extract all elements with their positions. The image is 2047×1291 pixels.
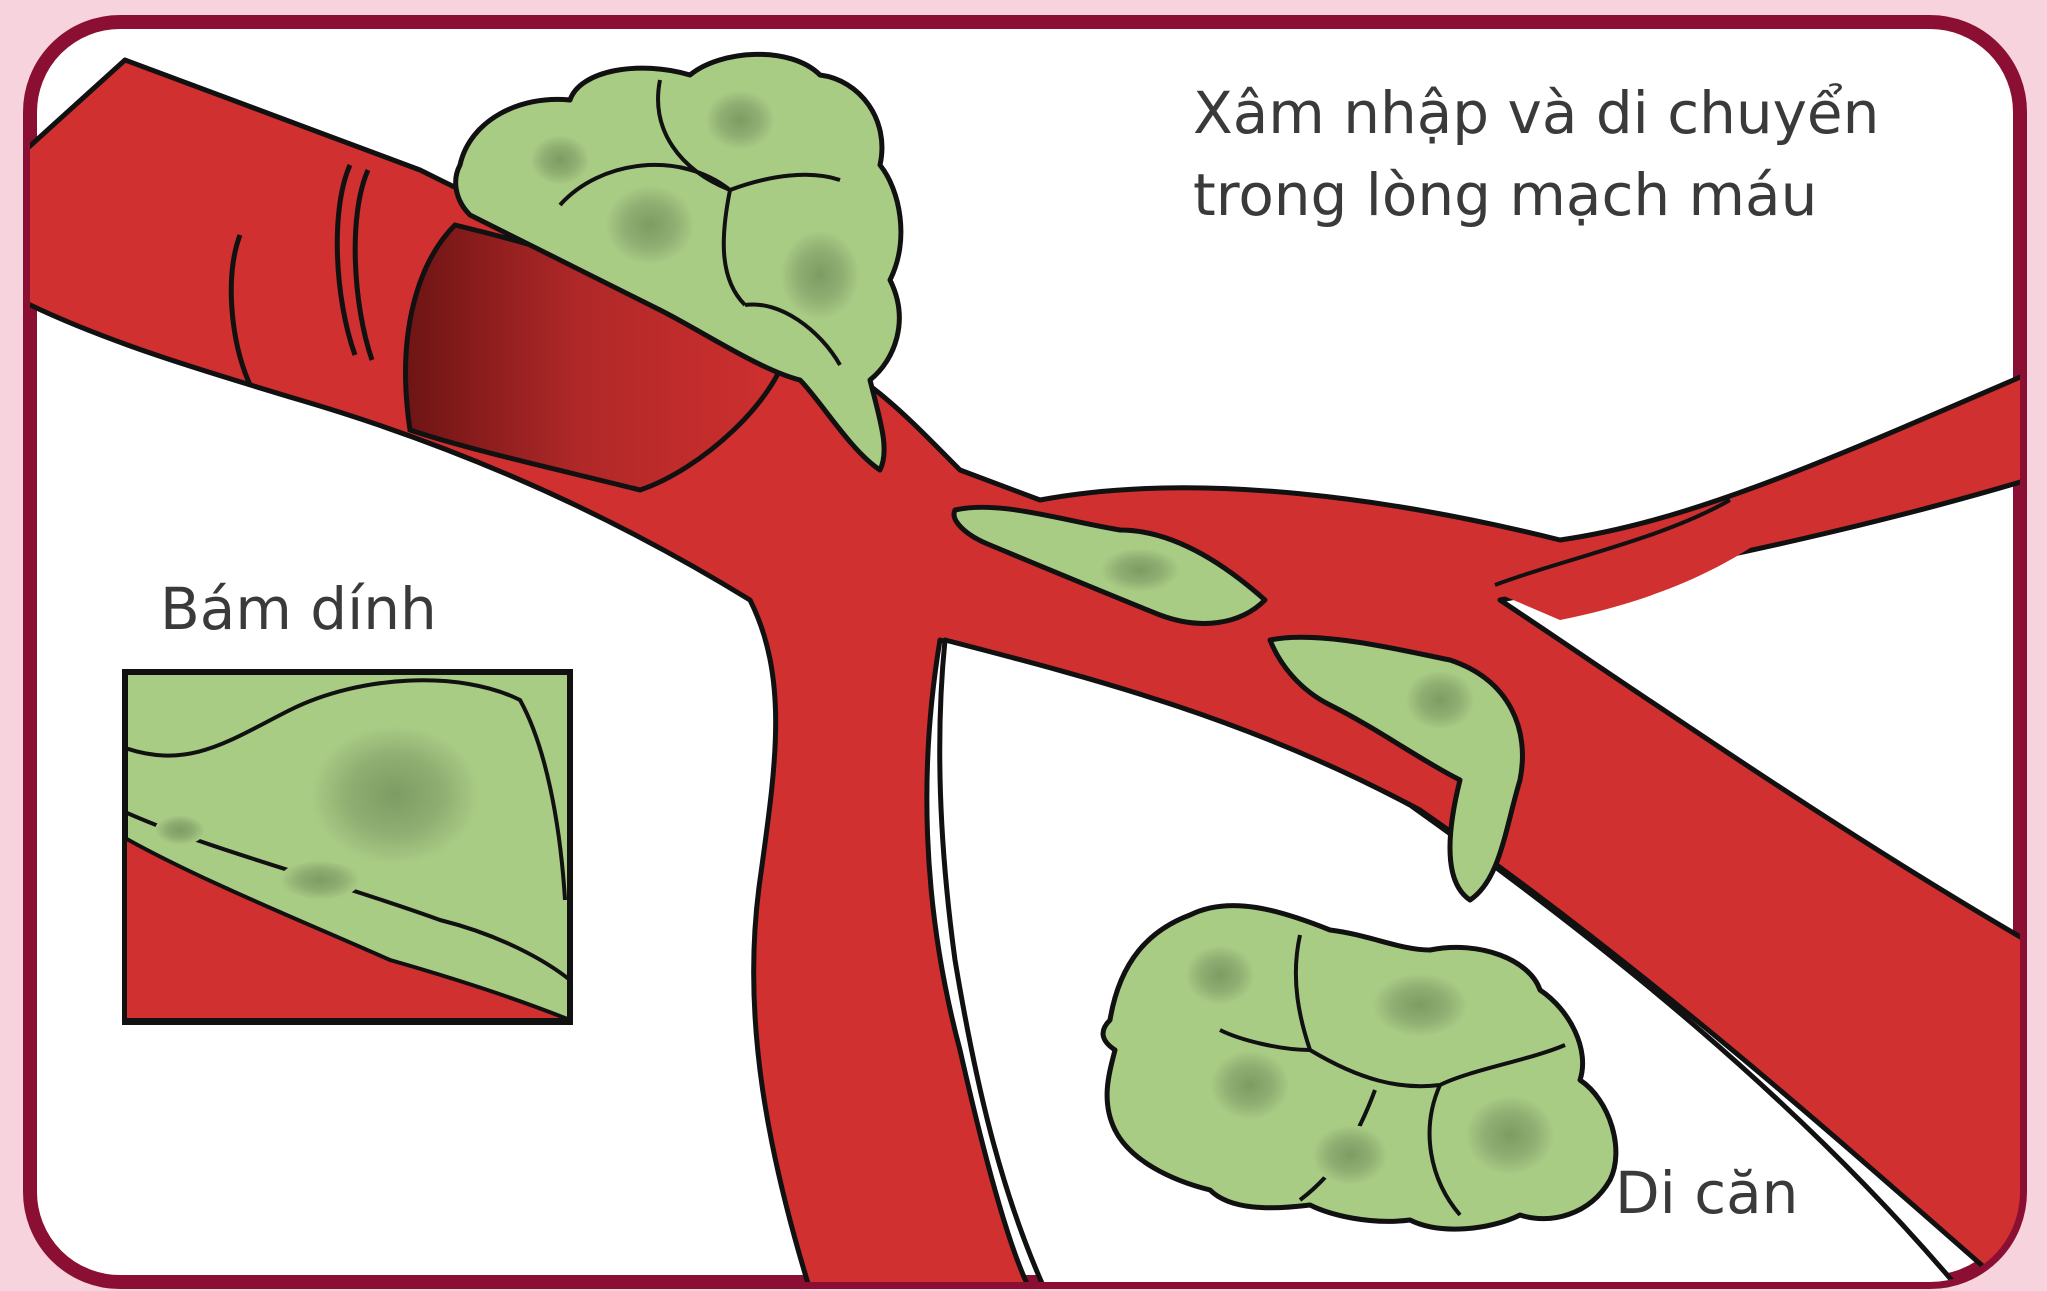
- invasion-title-line2: trong lòng mạch máu: [1193, 154, 1817, 236]
- metastasis-label: Di căn: [1615, 1152, 1798, 1234]
- invasion-title-line1: Xâm nhập và di chuyển: [1193, 72, 1879, 154]
- adhesion-label: Bám dính: [160, 568, 437, 650]
- adhesion-inset: [125, 672, 570, 1022]
